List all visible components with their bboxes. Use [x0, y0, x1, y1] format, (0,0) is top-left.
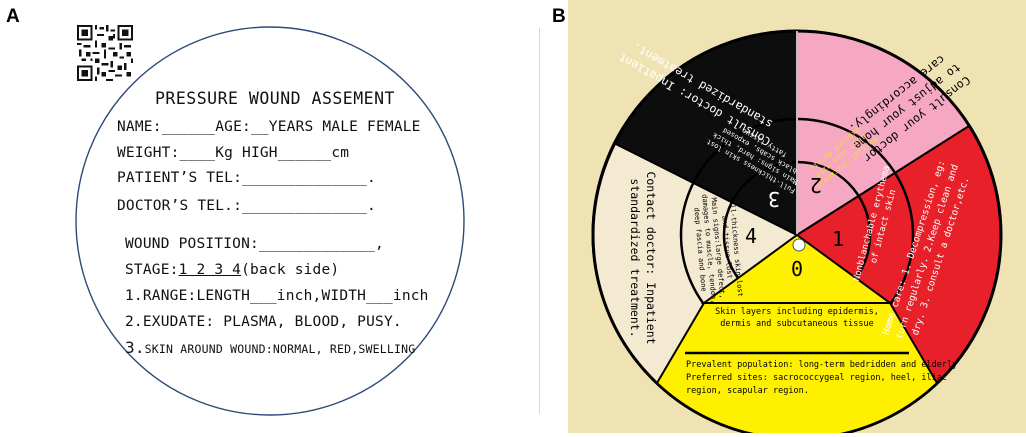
outer-beige-text: Contact doctor: Inpatient standardized t…: [628, 171, 658, 344]
wound-position-field: WOUND POSITION:_____________,: [125, 236, 384, 252]
range-field: 1.RANGE:LENGTH___inch,WIDTH___inch: [125, 288, 429, 304]
svg-text:dermis and subcutaneous tissue: dermis and subcutaneous tissue: [720, 319, 874, 329]
svg-text:Contact doctor: Inpatient: Contact doctor: Inpatient: [644, 171, 658, 344]
panel-divider: [539, 28, 540, 414]
stage-label: STAGE:: [125, 262, 179, 278]
stage-number-2: 2: [810, 173, 822, 197]
yellow-outer-text: Prevalent population: long-term bedridde…: [686, 360, 957, 396]
svg-text:Preferred sites: sacrococcygea: Preferred sites: sacrococcygeal region, …: [686, 373, 947, 383]
panel-a-label: A: [6, 6, 20, 27]
stage-suffix: (back side): [241, 262, 340, 278]
name-age-sex-field: NAME:______AGE:__YEARS MALE FEMALE: [117, 119, 421, 135]
exudate-field: 2.EXUDATE: PLASMA, BLOOD, PUSY.: [125, 314, 402, 330]
weight-height-field: WEIGHT:____Kg HIGH______cm: [117, 145, 350, 161]
center-pivot: [792, 238, 806, 252]
wound-stage-wheel-panel: 0 1 2 3 4 Home care: 1. Decompression, e…: [568, 0, 1026, 437]
panel-b-label: B: [552, 6, 566, 27]
svg-text:region, scapular region.: region, scapular region.: [686, 386, 809, 396]
svg-text:standardized treatment.: standardized treatment.: [628, 178, 642, 337]
skin-options: SKIN AROUND WOUND:NORMAL, RED,SWELLING: [144, 342, 416, 356]
stage-number-0: 0: [791, 257, 803, 281]
stage-values: 1 2 3 4: [178, 262, 242, 278]
assessment-card: PRESSURE WOUND ASSEMENT NAME:______AGE:_…: [75, 25, 465, 417]
svg-text:Prevalent population: long-ter: Prevalent population: long-term bedridde…: [686, 360, 957, 370]
stage-field: STAGE:1 2 3 4(back side): [125, 262, 339, 278]
stage-number-3: 3: [768, 187, 780, 211]
stage-number-4: 4: [745, 224, 757, 248]
stage-number-1: 1: [832, 227, 844, 251]
skin-number: 3.: [125, 338, 145, 357]
doctor-tel-field: DOCTOR’S TEL.:______________.: [117, 198, 376, 214]
yellow-inner-text: Skin layers including epidermis, dermis …: [715, 307, 879, 329]
stage-0-base: [655, 302, 939, 437]
card-outline: [75, 26, 465, 416]
skin-around-wound-field: 3.SKIN AROUND WOUND:NORMAL, RED,SWELLING: [125, 338, 415, 357]
qr-code: [77, 25, 133, 81]
form-title: PRESSURE WOUND ASSEMENT: [155, 89, 395, 108]
assessment-form: PRESSURE WOUND ASSEMENT NAME:______AGE:_…: [75, 25, 465, 417]
svg-text:Skin layers including epidermi: Skin layers including epidermis,: [715, 307, 879, 317]
patient-tel-field: PATIENT’S TEL:______________.: [117, 170, 376, 186]
stage-wheel: 0 1 2 3 4 Home care: 1. Decompression, e…: [568, 0, 1026, 437]
